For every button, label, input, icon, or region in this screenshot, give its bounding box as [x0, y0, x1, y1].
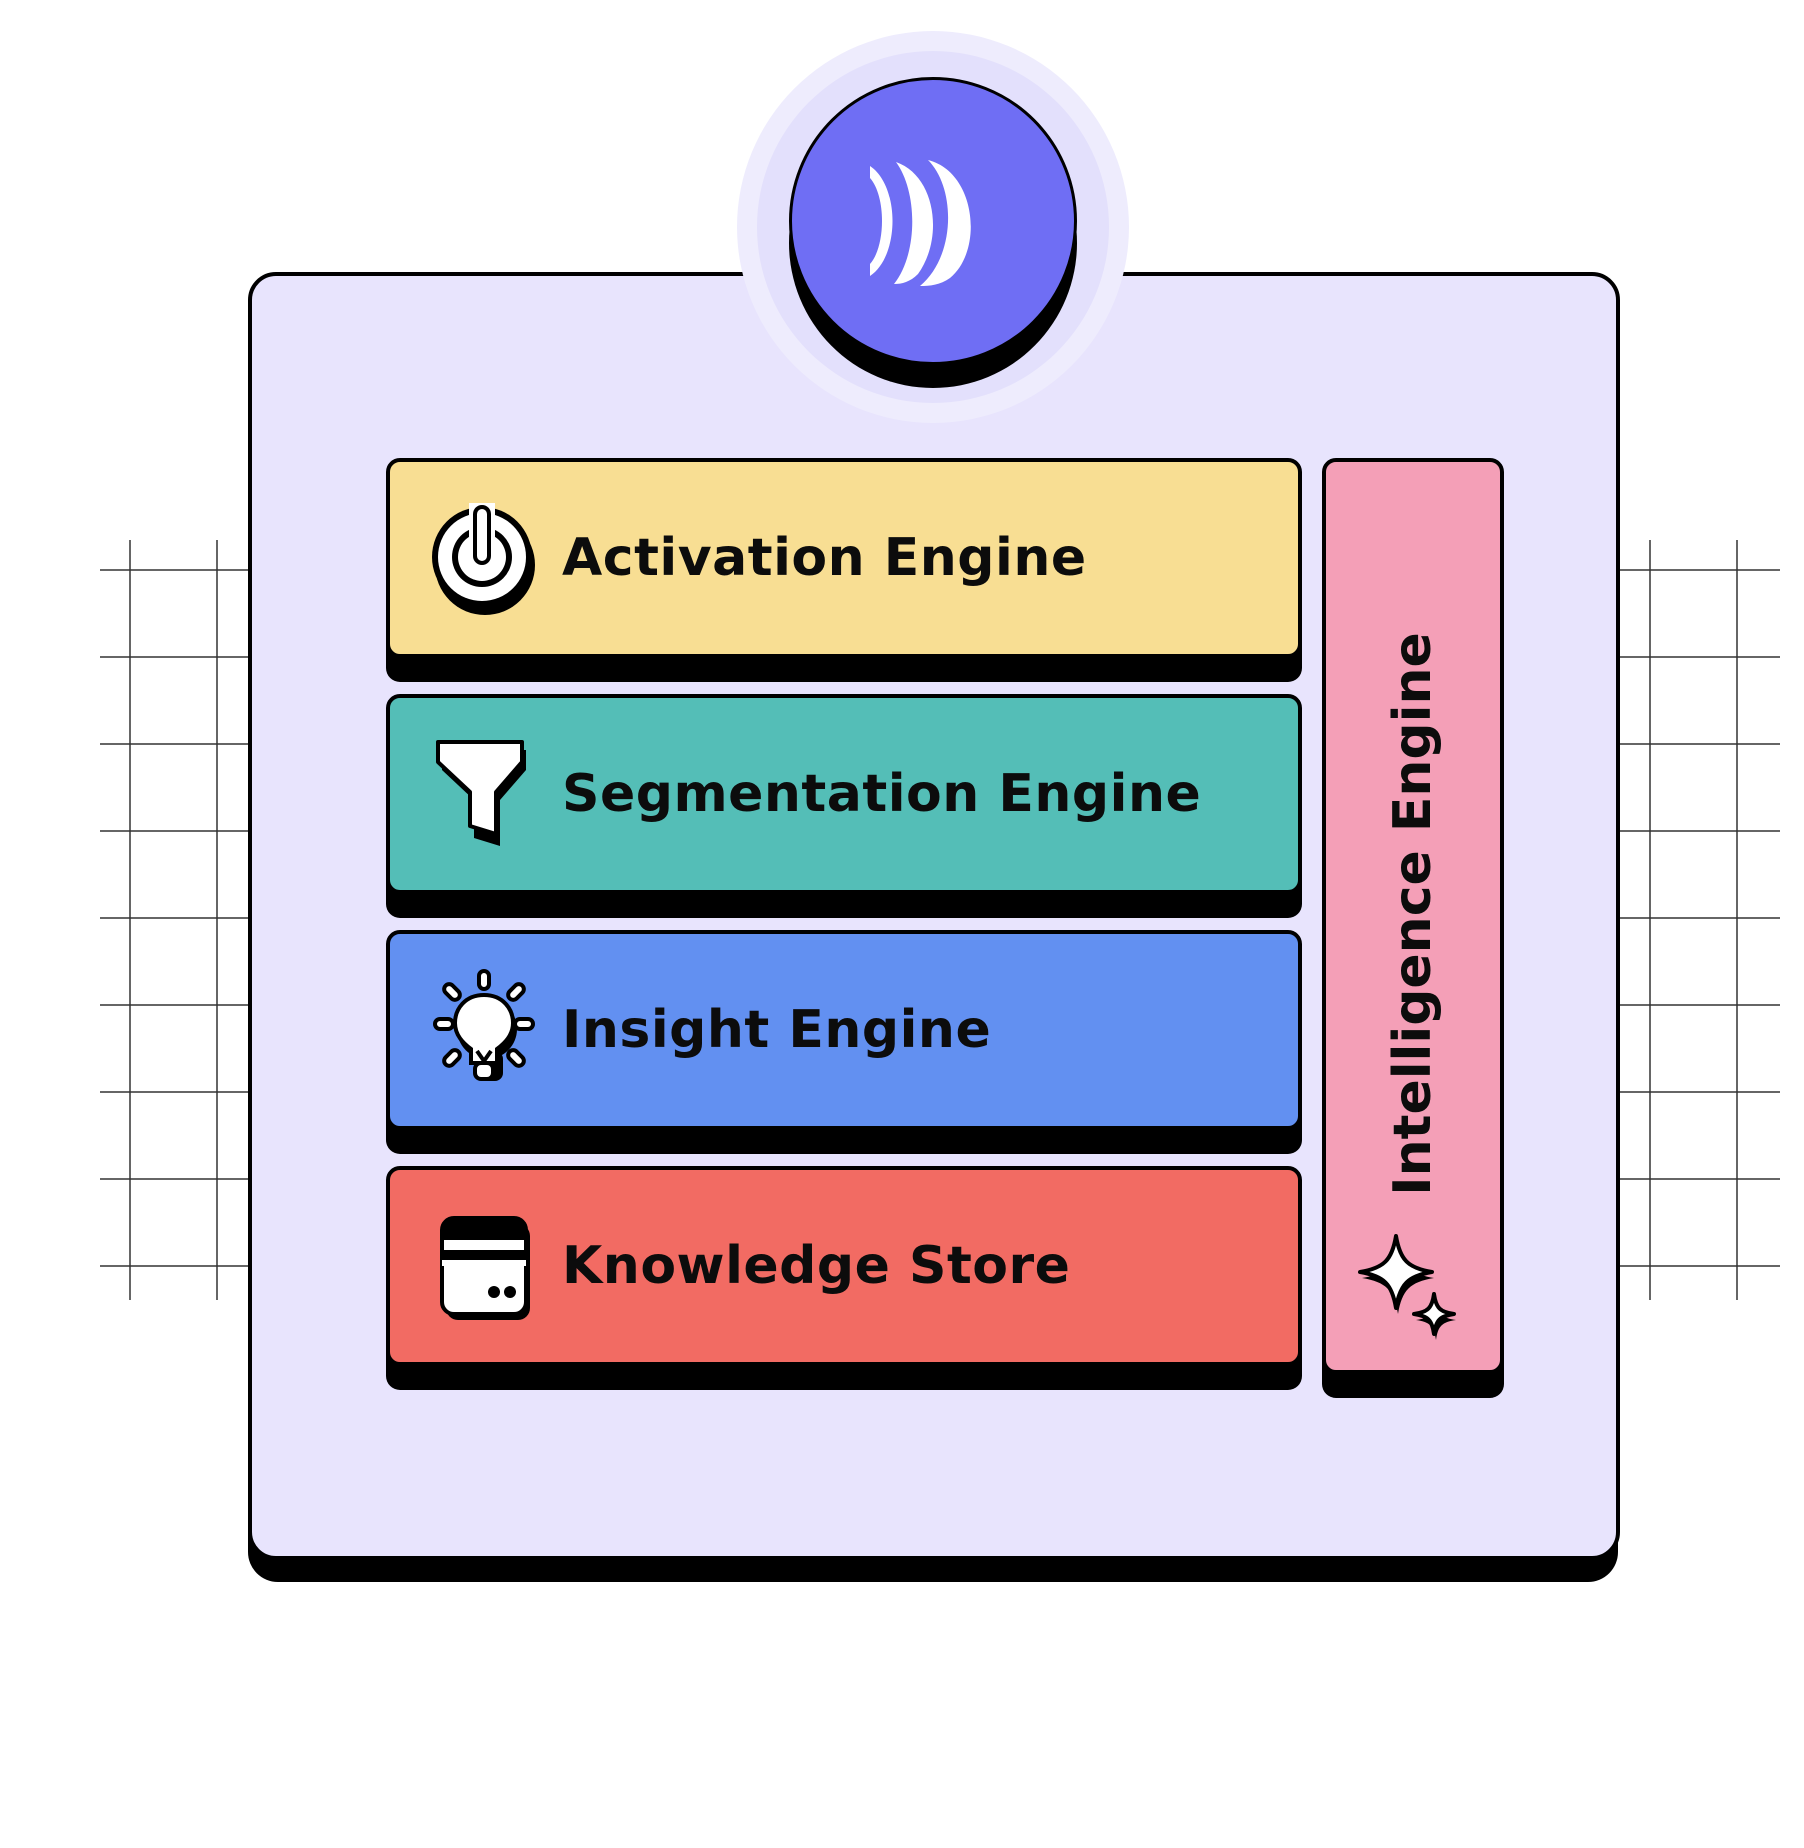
layer-segmentation: Segmentation Engine [386, 694, 1302, 918]
sparkles-icon [1358, 1234, 1456, 1340]
power-icon [420, 493, 550, 623]
card-insight: Insight Engine [386, 930, 1302, 1130]
layer-label-knowledge: Knowledge Store [562, 1236, 1071, 1296]
logo-badge [789, 77, 1077, 365]
background-grid-right [1620, 540, 1780, 1300]
layer-knowledge: Knowledge Store [386, 1166, 1302, 1390]
background-grid-left [100, 540, 260, 1300]
card-activation: Activation Engine [386, 458, 1302, 658]
layer-intelligence: Intelligence Engine [1322, 458, 1504, 1398]
database-server-icon [420, 1201, 550, 1331]
layer-label-intelligence: Intelligence Engine [1383, 632, 1443, 1196]
lightbulb-icon [420, 965, 550, 1095]
card-knowledge: Knowledge Store [386, 1166, 1302, 1366]
crescent-waves-logo-icon [870, 160, 971, 286]
layer-label-insight: Insight Engine [562, 1000, 992, 1060]
layer-label-segmentation: Segmentation Engine [562, 764, 1202, 824]
layer-label-activation: Activation Engine [562, 528, 1087, 588]
layer-activation: Activation Engine [386, 458, 1302, 682]
layer-insight: Insight Engine [386, 930, 1302, 1154]
card-intelligence: Intelligence Engine [1322, 458, 1504, 1374]
funnel-filter-icon [420, 729, 550, 859]
card-segmentation: Segmentation Engine [386, 694, 1302, 894]
